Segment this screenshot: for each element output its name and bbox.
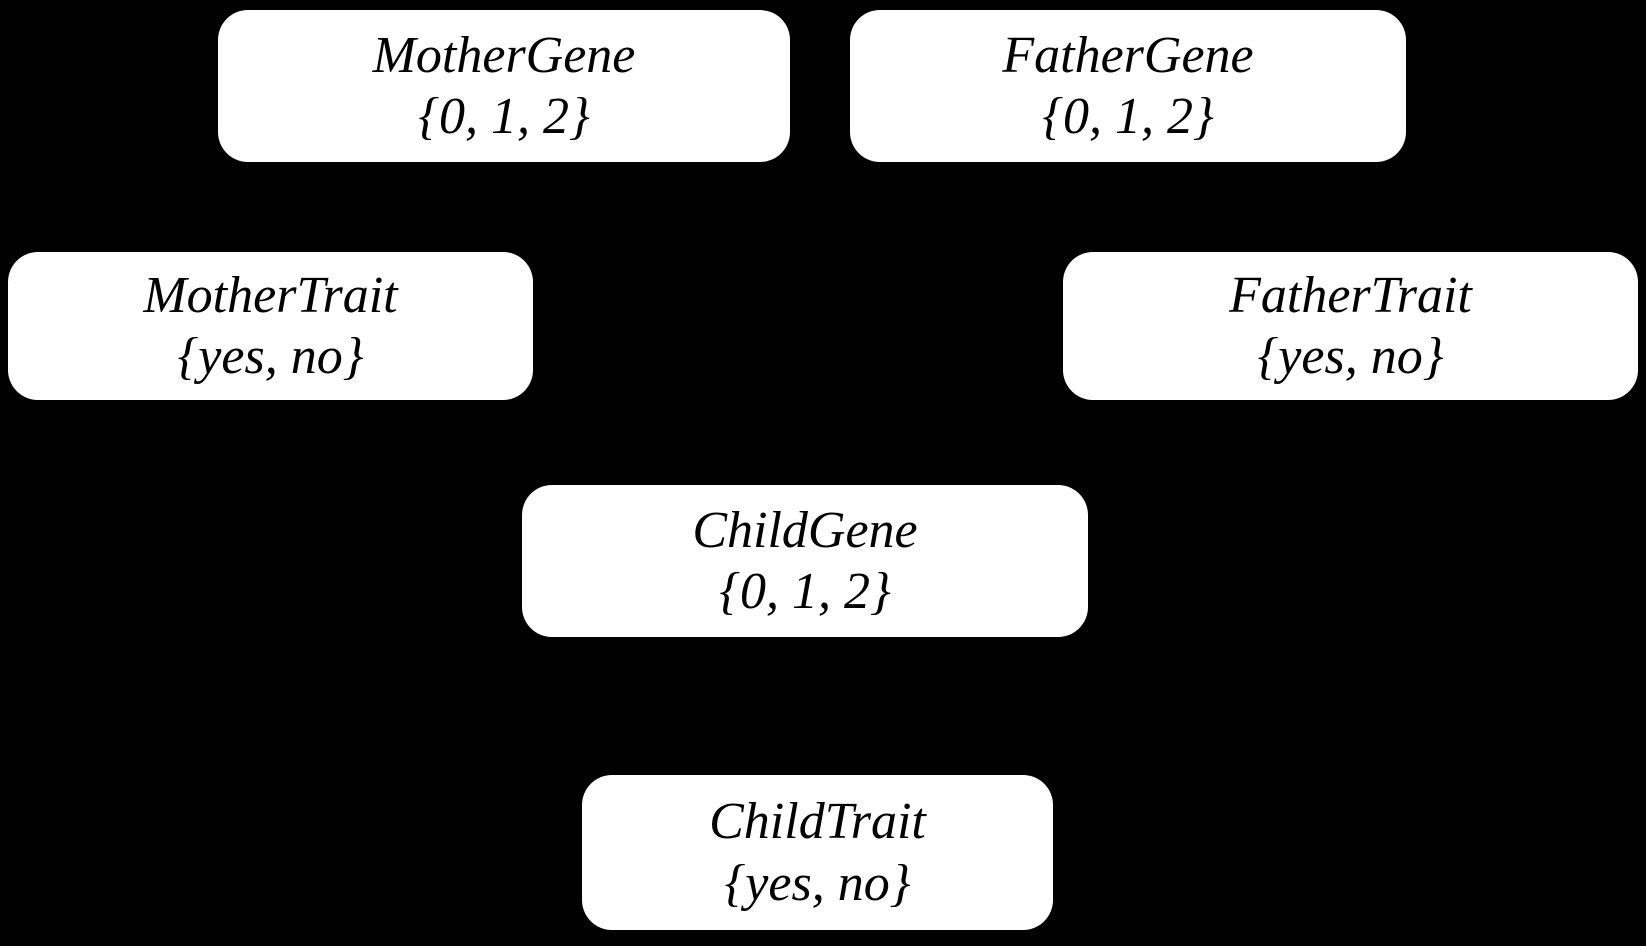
node-child-gene-label: ChildGene — [692, 501, 918, 559]
node-father-trait-domain: {yes, no} — [1257, 328, 1444, 385]
node-father-gene-label: FatherGene — [1002, 26, 1254, 84]
node-father-trait[interactable]: FatherTrait {yes, no} — [1063, 252, 1638, 400]
node-father-gene[interactable]: FatherGene {0, 1, 2} — [850, 10, 1406, 162]
node-child-gene-domain: {0, 1, 2} — [719, 563, 891, 620]
node-mother-trait[interactable]: MotherTrait {yes, no} — [8, 252, 533, 400]
node-child-trait-domain: {yes, no} — [724, 854, 911, 912]
node-child-trait[interactable]: ChildTrait {yes, no} — [582, 775, 1053, 930]
node-father-trait-label: FatherTrait — [1229, 266, 1472, 324]
node-mother-gene-domain: {0, 1, 2} — [418, 88, 590, 145]
node-child-gene[interactable]: ChildGene {0, 1, 2} — [522, 485, 1088, 637]
node-mother-gene-label: MotherGene — [372, 26, 636, 84]
node-father-gene-domain: {0, 1, 2} — [1042, 88, 1214, 145]
node-mother-trait-domain: {yes, no} — [177, 328, 364, 385]
node-child-trait-label: ChildTrait — [709, 793, 926, 851]
node-mother-trait-label: MotherTrait — [143, 266, 398, 324]
node-mother-gene[interactable]: MotherGene {0, 1, 2} — [218, 10, 790, 162]
